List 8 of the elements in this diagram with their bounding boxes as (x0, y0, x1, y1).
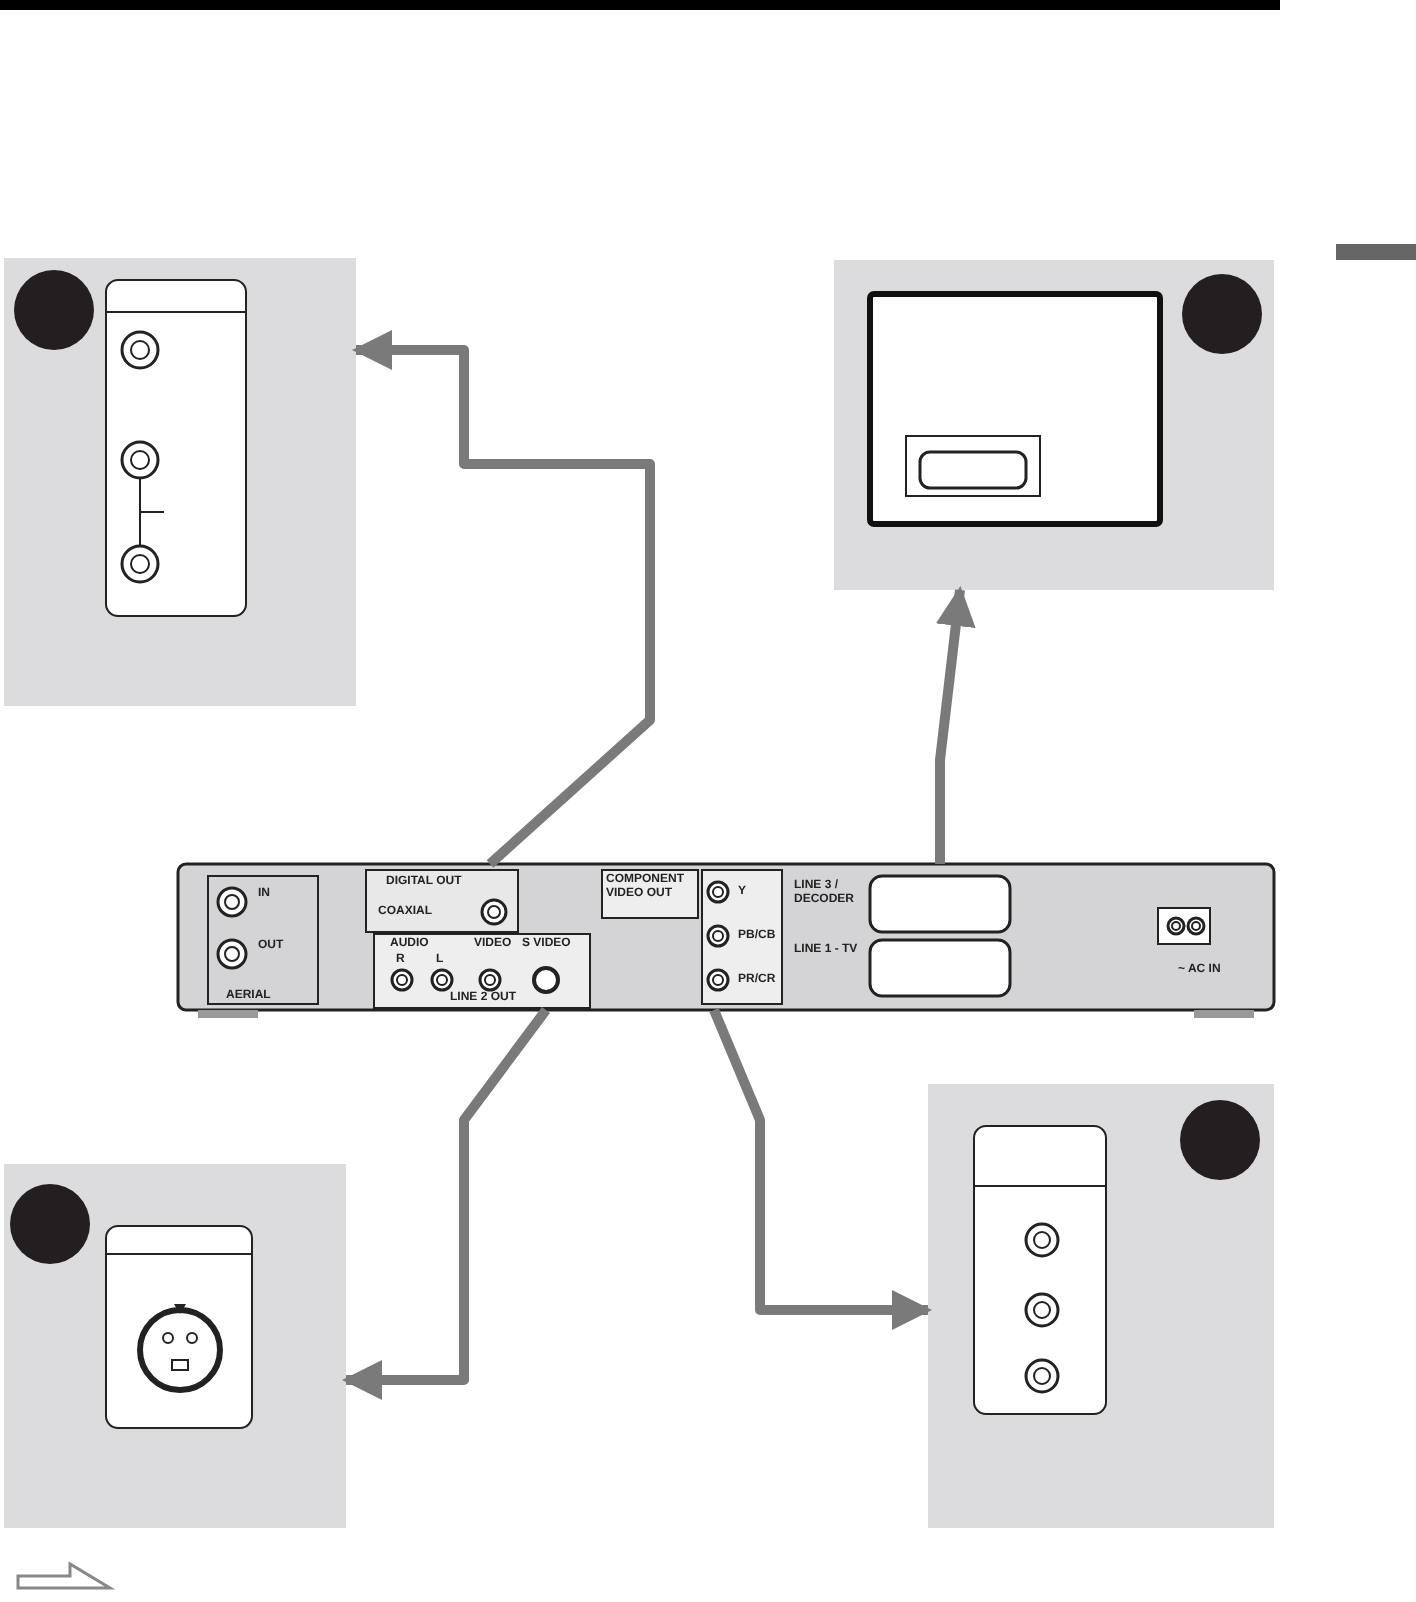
device-panel (4, 1164, 346, 1528)
device-panel (4, 258, 356, 706)
device-panel (928, 1084, 1274, 1528)
cable-arrow (709, 1008, 932, 1330)
device-panel (834, 260, 1274, 590)
cable-arrow (935, 586, 976, 864)
cable-arrow (342, 1007, 550, 1400)
cable-arrow (352, 330, 655, 868)
